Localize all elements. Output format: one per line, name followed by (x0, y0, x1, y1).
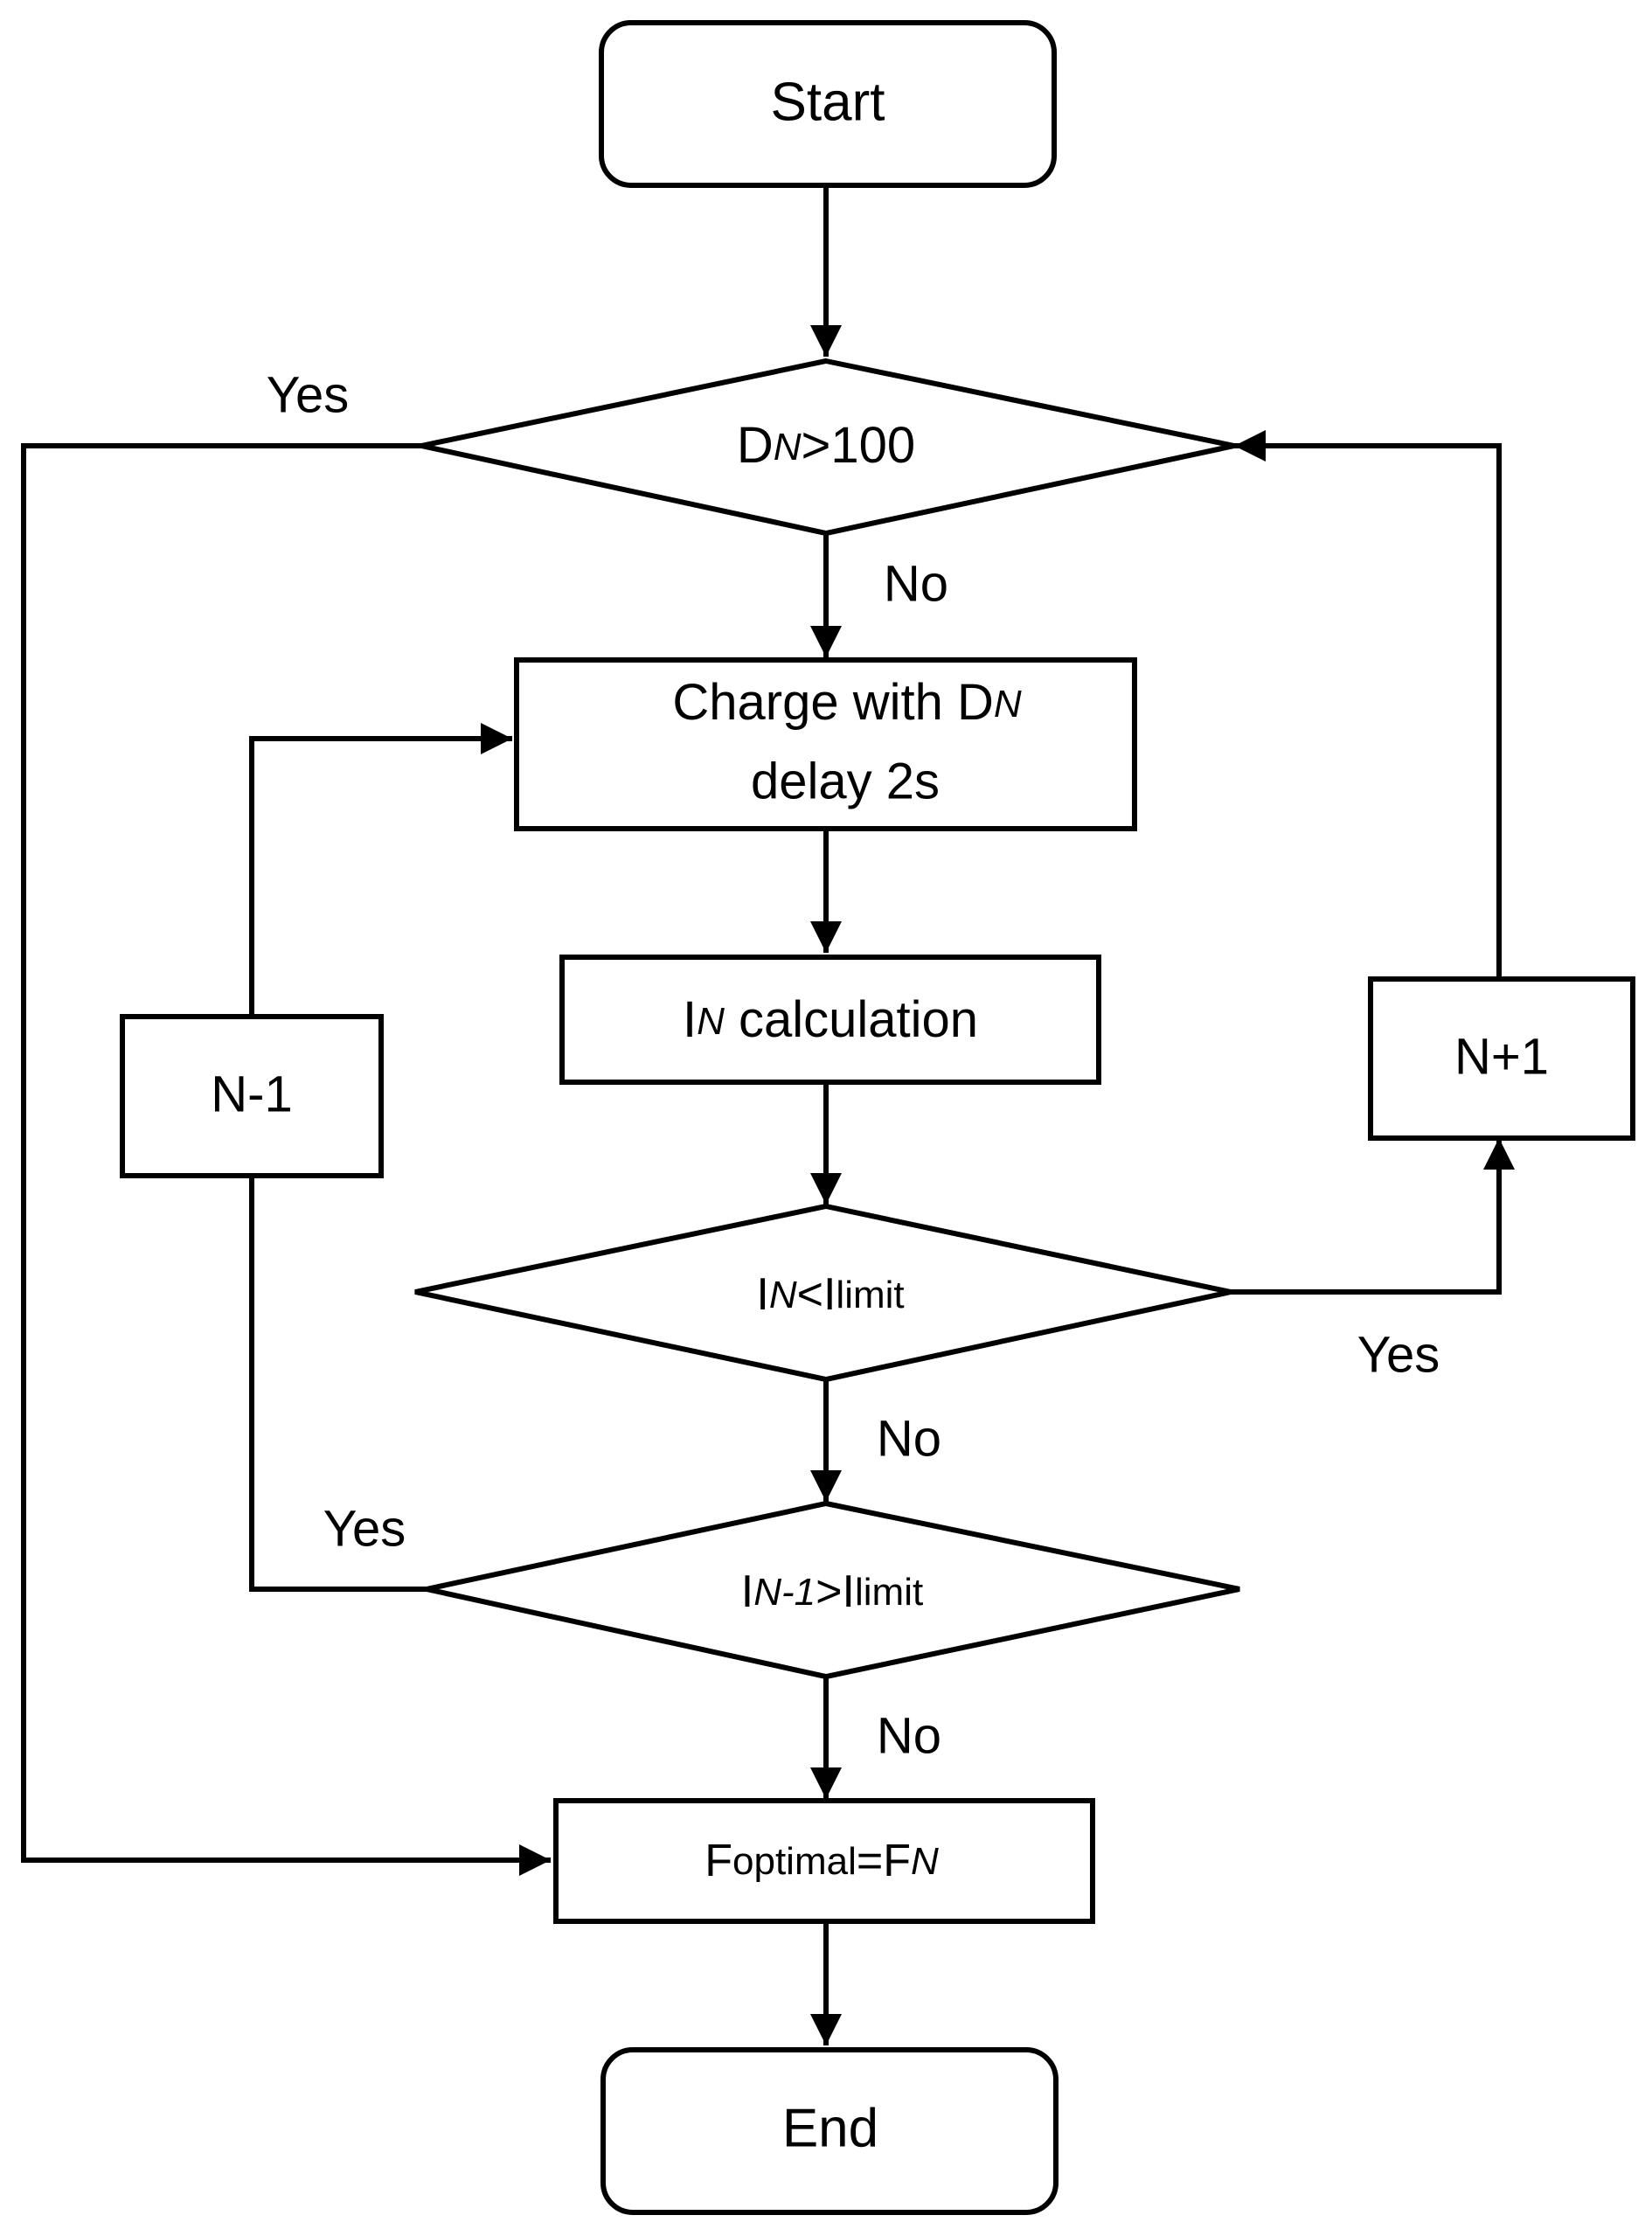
charge-label-line2: delay 2s (751, 753, 940, 809)
in-calculation-label: IN calculation (683, 991, 978, 1048)
in-calculation-process: IN calculation (559, 955, 1101, 1085)
end-terminal: End (600, 2047, 1059, 2215)
yes-label-in1: Yes (323, 1500, 406, 1557)
charge-process: Charge with DN delay 2s (514, 657, 1137, 831)
arrow-dn-yes-to-optimal (21, 443, 551, 1876)
decision-in1-above-limit: IN-1>Ilimit (426, 1500, 1240, 1680)
yes-label-in: Yes (1357, 1326, 1440, 1383)
decision-dn-over-100: DN>100 (420, 358, 1235, 537)
no-label-in: No (877, 1410, 941, 1467)
arrow-in-yes-to-n-plus (1231, 1138, 1515, 1295)
start-terminal: Start (599, 20, 1057, 188)
n-minus-1-label: N-1 (211, 1066, 292, 1122)
decision-in-label: IN<Ilimit (756, 1269, 904, 1320)
no-label-in1: No (877, 1707, 941, 1764)
arrow-n-plus-loop-to-dn-decision (1234, 430, 1502, 977)
start-label: Start (771, 72, 885, 132)
optimal-label: Foptimal=FN (705, 1836, 939, 1886)
optimal-process: Foptimal=FN (553, 1798, 1095, 1924)
end-label: End (782, 2098, 878, 2158)
yes-label-dn: Yes (267, 366, 350, 423)
connectors (21, 185, 1515, 2045)
no-label-dn: No (884, 555, 948, 612)
branch-labels: Yes No Yes No Yes No (267, 366, 1440, 1764)
decision-in-below-limit: IN<Ilimit (414, 1203, 1232, 1383)
decision-dn-label: DN>100 (737, 417, 915, 474)
n-plus-1-process: N+1 (1368, 976, 1635, 1141)
charge-label-line1: Charge with DN (672, 674, 1021, 731)
n-minus-1-process: N-1 (120, 1014, 384, 1178)
decision-in1-label: IN-1>Ilimit (741, 1566, 923, 1617)
arrow-in1-yes-to-n-minus (249, 1176, 427, 1592)
arrow-n-minus-loop-to-charge (249, 723, 512, 1014)
n-plus-1-label: N+1 (1454, 1028, 1549, 1085)
